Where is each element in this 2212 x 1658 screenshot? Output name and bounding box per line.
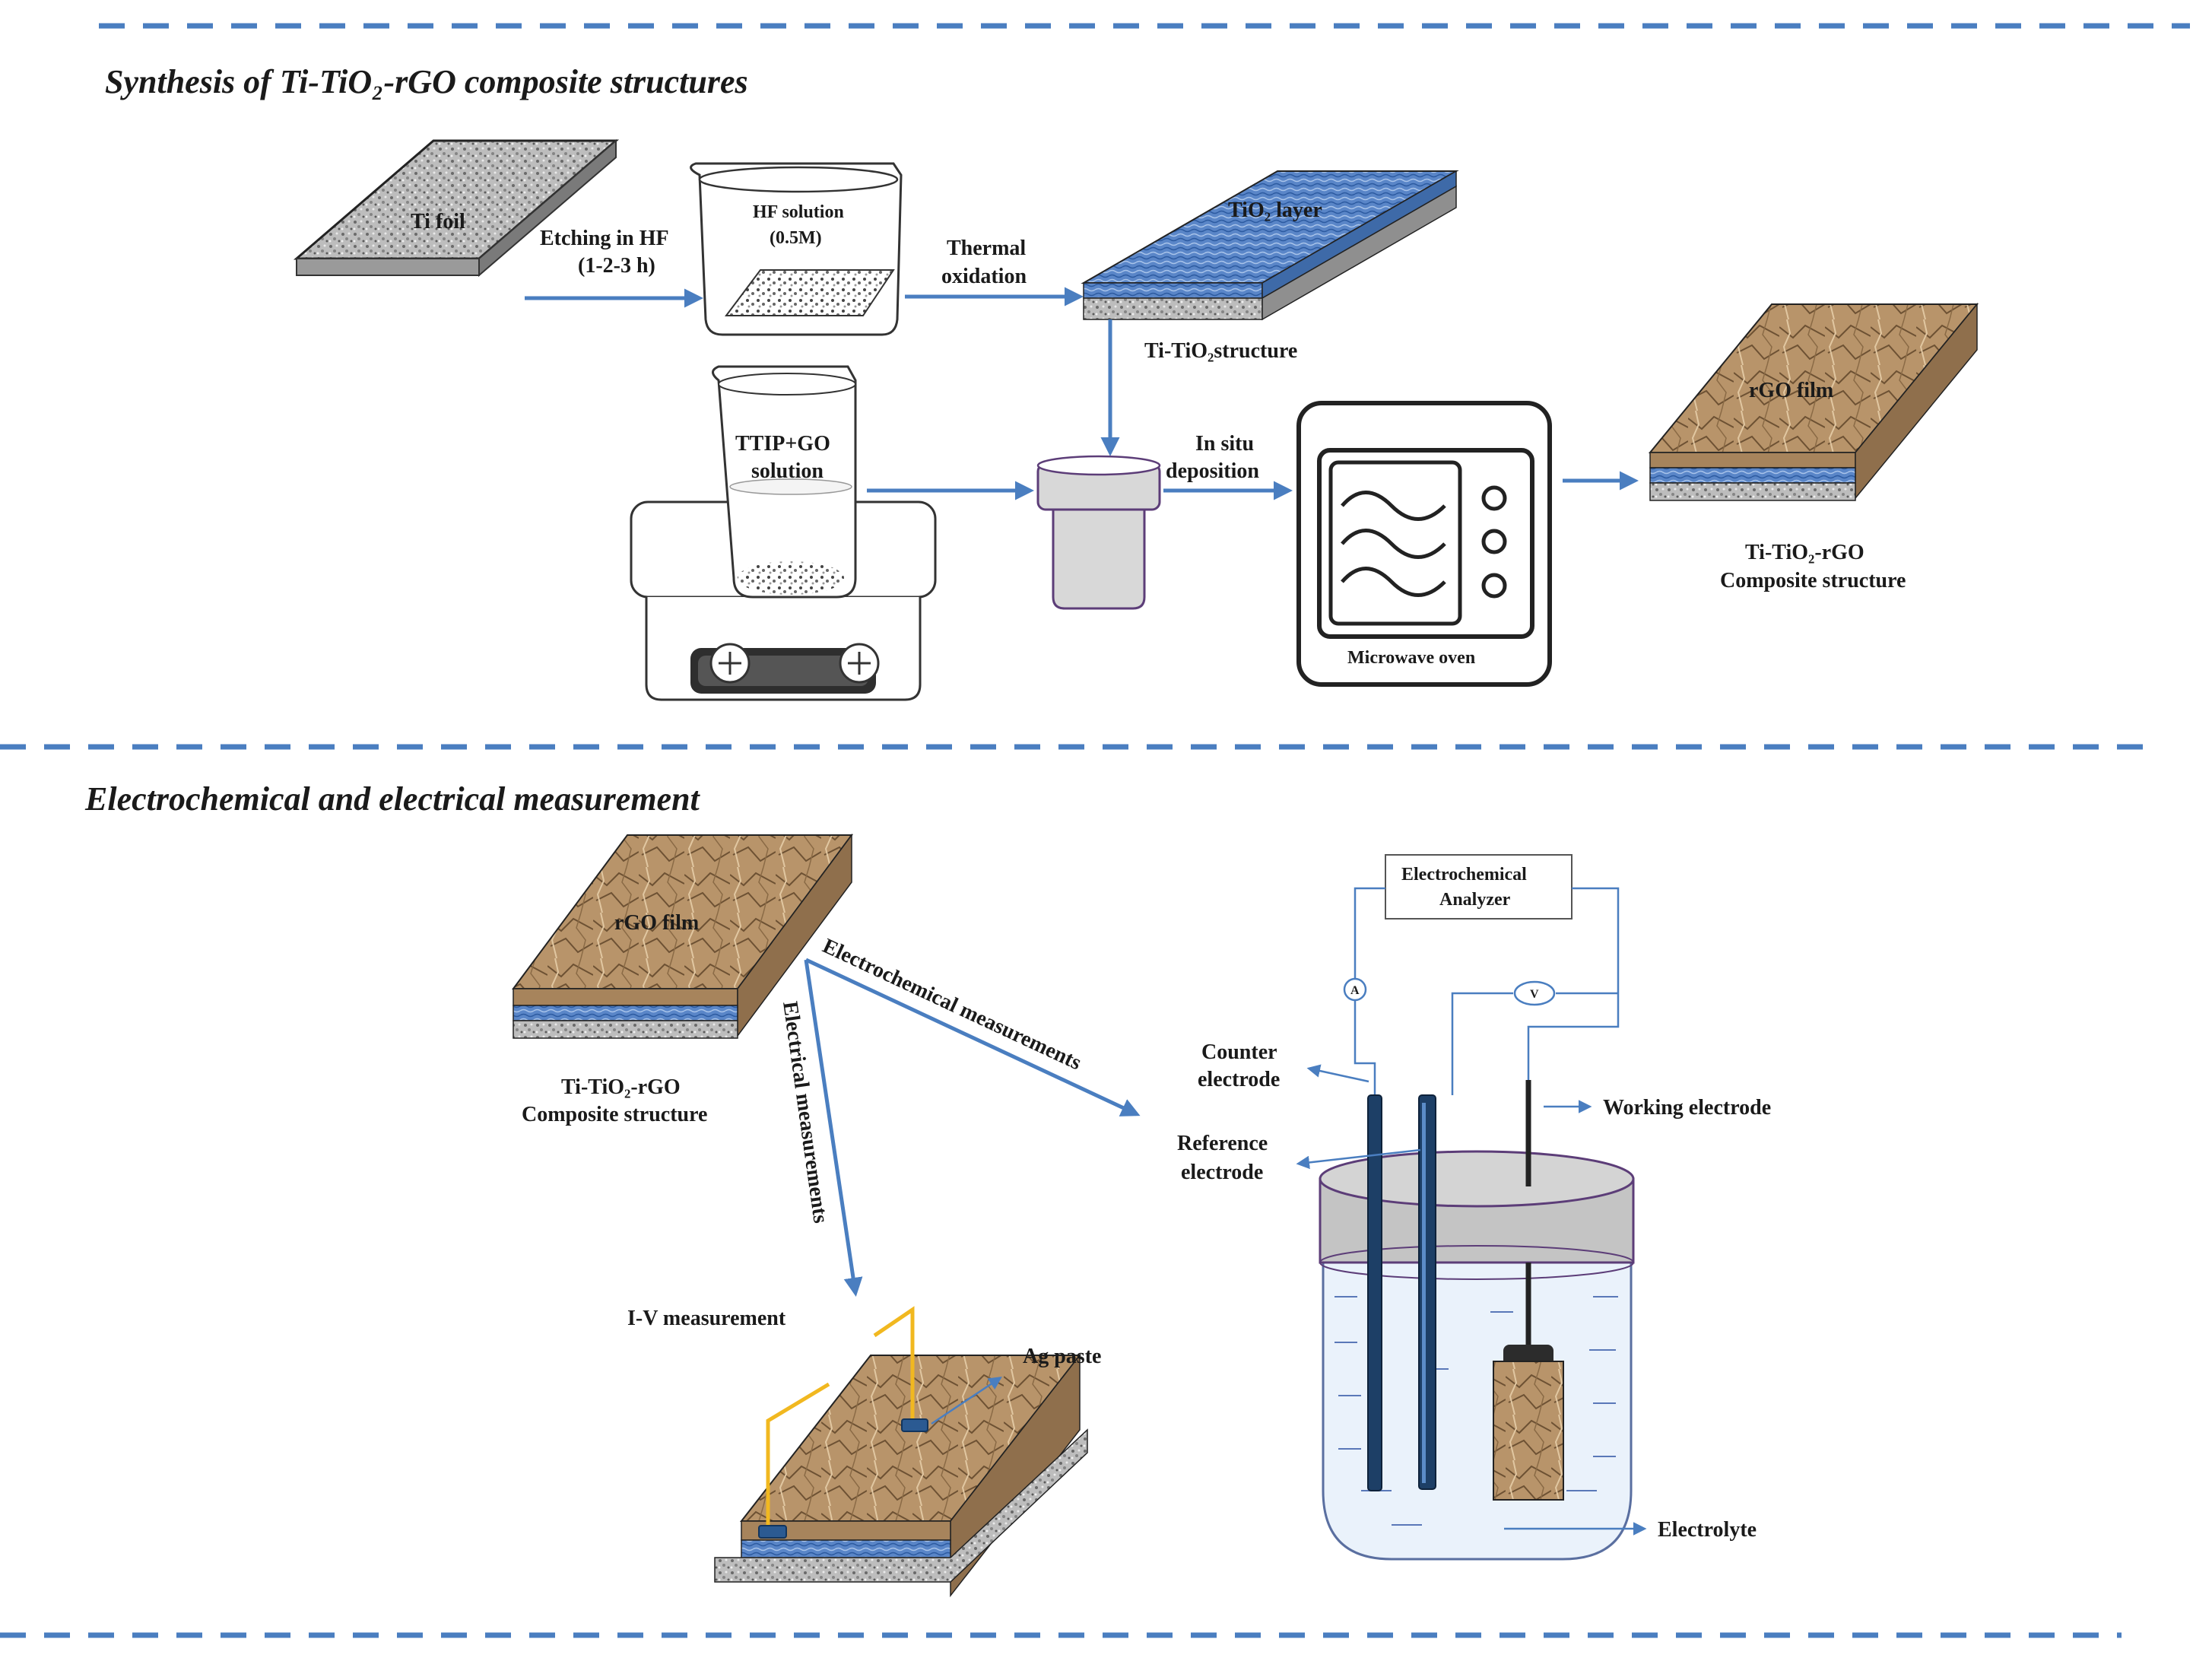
reference-electrode-pointer [1296,1148,1421,1170]
electrochemical-cell [1319,1080,1635,1561]
reference-electrode-label-line2: electrode [1181,1161,1263,1184]
rgo-film-label-top: rGO film [1749,379,1833,402]
composite-label-measure-line1: Ti-TiO₂-rGO [561,1075,681,1099]
iv-sample-slab [714,1353,1088,1598]
counter-electrode-pointer [1306,1064,1369,1083]
etching-label-line1: Etching in HF [540,227,669,250]
hf-label-line1: HF solution [753,202,844,222]
ttip-label-line2: solution [751,459,824,483]
composite-label-measure-line2: Composite structure [522,1103,707,1126]
counter-electrode-label-line2: electrode [1198,1068,1280,1091]
electrolyte-label: Electrolyte [1658,1518,1757,1542]
ag-paste-label: Ag paste [1023,1345,1101,1368]
iv-probe-wires [758,1306,928,1539]
thermal-label-line2: oxidation [941,265,1027,288]
working-electrode-label: Working electrode [1603,1096,1771,1120]
insitu-label-line2: deposition [1166,459,1259,483]
counter-electrode-label-line1: Counter [1201,1040,1277,1064]
electrical-arrow [804,959,863,1297]
composite-slab-measure: rGO film [512,833,853,1039]
ti-tio2-structure-label: Ti-TiO₂structure [1144,339,1297,363]
thermal-label-line1: Thermal [947,237,1026,260]
insitu-label-line1: In situ [1195,432,1254,456]
deposition-vial [1036,455,1161,610]
iv-measurement-label: I-V measurement [627,1307,786,1330]
analyzer-label-line1: Electrochemical [1401,865,1527,885]
rgo-film-label-measure: rGO film [614,911,699,935]
hf-beaker: HF solution (0.5M) [690,162,903,336]
reference-electrode-label-line1: Reference [1177,1132,1268,1155]
ammeter: A [1343,977,1367,1002]
microwave-oven-label: Microwave oven [1347,648,1475,668]
measurement-section-title: Electrochemical and electrical measureme… [84,780,701,818]
electrochemical-arrow [805,958,1141,1116]
ag-paste-arrow [931,1377,1002,1425]
voltmeter: V [1513,980,1556,1006]
tio2-layer-label: TiO₂ layer [1228,199,1322,222]
composite-slab-top: rGO film [1648,302,1979,501]
ti-foil-slab: Ti foil [293,138,620,278]
microwave-oven: Microwave oven [1296,401,1552,687]
hf-label-line2: (0.5M) [770,228,822,248]
synthesis-section-title: Synthesis of Ti-TiO₂-rGO composite struc… [105,63,748,100]
electrochemical-analyzer: Electrochemical Analyzer [1385,854,1573,920]
ttip-label-line1: TTIP+GO [735,432,830,456]
etching-label-line2: (1-2-3 h) [578,254,655,278]
ammeter-label: A [1350,984,1360,997]
analyzer-label-line2: Analyzer [1439,890,1511,910]
cell-wiring [1354,887,1620,1095]
composite-label-top-line2: Composite structure [1720,569,1906,592]
ttip-beaker-hotplate: TTIP+GO solution [630,365,937,701]
ti-tio2-slab: TiO₂ layer [1081,170,1459,321]
ti-foil-label: Ti foil [411,210,465,233]
electrical-measurements-label: Electrical measurements [778,1000,833,1225]
voltmeter-label: V [1530,988,1539,1001]
electrochemical-measurements-label: Electrochemical measurements [819,934,1085,1075]
composite-label-top-line1: Ti-TiO₂-rGO [1745,541,1864,564]
